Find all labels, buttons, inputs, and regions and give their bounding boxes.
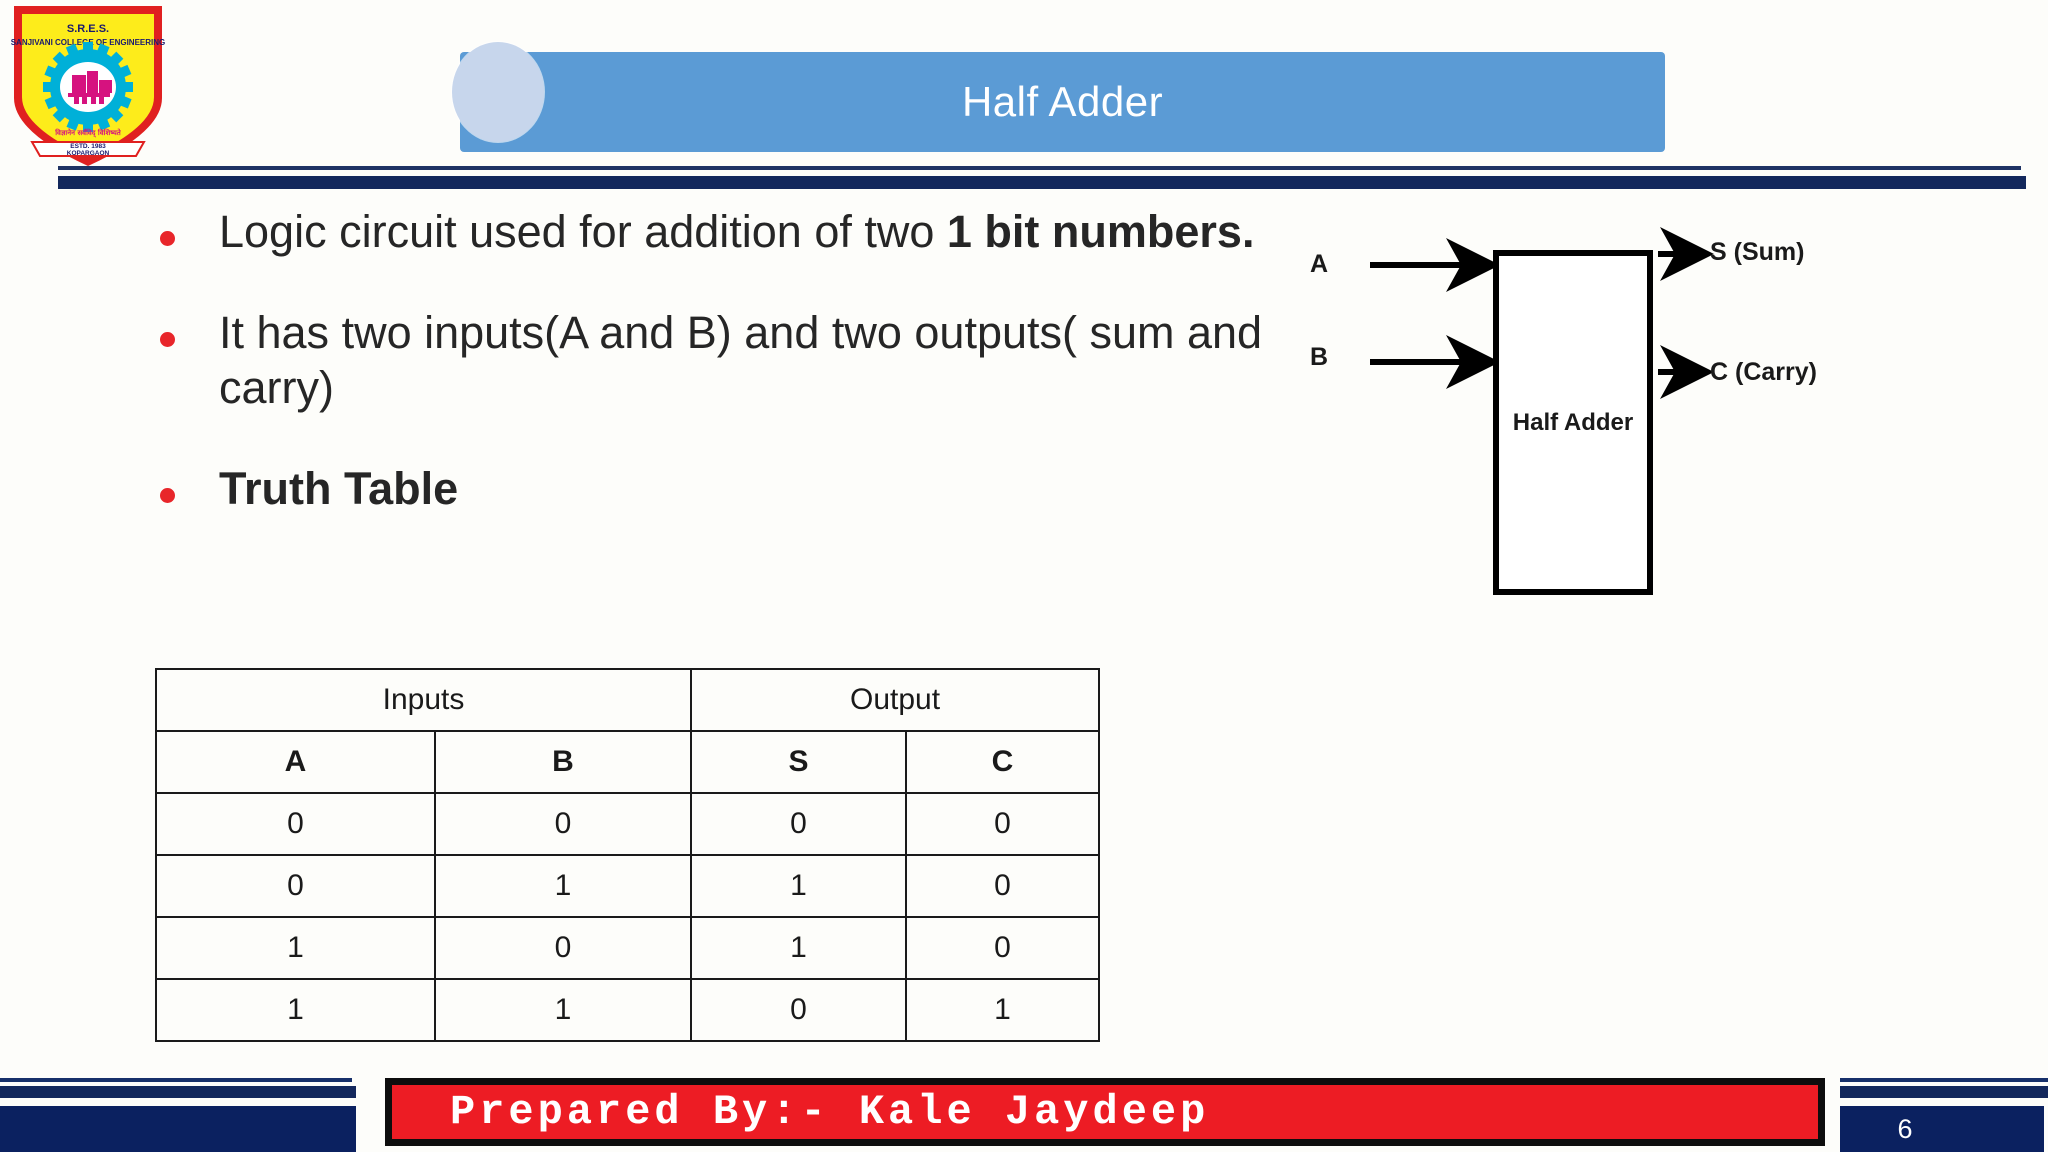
cell-s: 0 <box>690 792 908 856</box>
bullet-list: Logic circuit used for addition of two 1… <box>160 205 1300 517</box>
table-row: 0 0 0 0 <box>155 792 1101 856</box>
header-divider-thick <box>58 176 2026 189</box>
cell-c: 0 <box>905 916 1101 980</box>
truth-table: Inputs Output A B S C 0 0 0 0 0 1 1 0 <box>154 668 1101 1042</box>
title-bar-shape <box>460 52 1665 152</box>
cell-b: 0 <box>433 792 693 856</box>
bullet-text-definition: Logic circuit used for addition of two 1… <box>219 205 1300 260</box>
diagram-label-input-a: A <box>1310 250 1329 278</box>
bullet-item-truth-table: Truth Table <box>160 462 1300 517</box>
bullet-item-io: It has two inputs(A and B) and two outpu… <box>160 306 1300 416</box>
column-header-b: B <box>433 730 693 794</box>
footer-left-rule-thick <box>0 1086 356 1098</box>
diagram-label-output-c: C (Carry) <box>1710 358 1817 386</box>
sres-logo-icon: S.R.E.S. SANJIVANI COLLEGE OF ENGINEERIN… <box>11 6 165 166</box>
footer-right-rule-thin <box>1840 1078 2048 1082</box>
credit-banner: Prepared By:- Kale Jaydeep <box>385 1078 1825 1146</box>
cell-b: 1 <box>433 978 693 1042</box>
bullet-dot-icon <box>160 231 175 246</box>
group-header-output: Output <box>690 668 1101 732</box>
column-header-c: C <box>905 730 1101 794</box>
bullet-text-definition-plain: Logic circuit used for addition of two <box>219 206 947 257</box>
svg-text:S.R.E.S.: S.R.E.S. <box>67 23 109 35</box>
cell-a: 1 <box>155 916 436 980</box>
table-group-header-row: Inputs Output <box>154 668 1101 732</box>
cell-a: 1 <box>155 978 436 1042</box>
footer-left-block <box>0 1106 356 1152</box>
footer-right-rule-thick <box>1840 1086 2048 1098</box>
column-header-s: S <box>690 730 908 794</box>
page-number: 6 <box>1897 1113 1913 1144</box>
half-adder-block <box>1493 250 1653 595</box>
cell-s: 0 <box>690 978 908 1042</box>
bullet-item-definition: Logic circuit used for addition of two 1… <box>160 205 1300 260</box>
credit-banner-text: Prepared By:- Kale Jaydeep <box>450 1088 1210 1136</box>
cell-a: 0 <box>155 792 436 856</box>
cell-s: 1 <box>690 854 908 918</box>
svg-text:KOPARGAON: KOPARGAON <box>67 150 110 157</box>
half-adder-block-label: Half Adder <box>1512 408 1634 436</box>
footer-right-block <box>1840 1106 2044 1152</box>
college-logo: S.R.E.S. SANJIVANI COLLEGE OF ENGINEERIN… <box>8 2 168 170</box>
table-row: 1 0 1 0 <box>155 916 1101 980</box>
header-divider-thin <box>58 166 2021 170</box>
bullet-dot-icon <box>160 487 175 503</box>
diagram-label-output-s: S (Sum) <box>1710 238 1805 266</box>
column-header-a: A <box>155 730 436 794</box>
cell-c: 1 <box>905 978 1101 1042</box>
cell-c: 0 <box>905 854 1101 918</box>
cell-s: 1 <box>690 916 908 980</box>
table-column-header-row: A B S C <box>155 730 1101 794</box>
cell-b: 1 <box>433 854 693 918</box>
svg-text:ESTD. 1983: ESTD. 1983 <box>70 143 106 150</box>
bullet-text-io: It has two inputs(A and B) and two outpu… <box>219 306 1263 413</box>
table-row: 0 1 1 0 <box>155 854 1101 918</box>
bullet-text-definition-bold: 1 bit numbers. <box>946 206 1255 257</box>
group-header-inputs: Inputs <box>154 668 693 732</box>
page-title: Half Adder <box>961 78 1164 125</box>
bullet-text-truth-table: Truth Table <box>219 462 459 514</box>
bullet-dot-icon <box>160 331 175 347</box>
title-decoration-circle-icon <box>452 42 544 142</box>
table-row: 1 1 0 1 <box>155 978 1101 1042</box>
svg-text:विज्ञानेन सर्वंविद् विशिष्यते: विज्ञानेन सर्वंविद् विशिष्यते <box>54 128 122 137</box>
cell-c: 0 <box>905 792 1101 856</box>
diagram-arrows-icon <box>1370 227 1714 399</box>
diagram-label-input-b: B <box>1310 343 1329 371</box>
footer-left-rule-thin <box>0 1078 352 1082</box>
half-adder-block-diagram: Half Adder A B S (Sum) C (Carry) <box>1310 227 2030 630</box>
cell-a: 0 <box>155 854 436 918</box>
cell-b: 0 <box>433 916 693 980</box>
